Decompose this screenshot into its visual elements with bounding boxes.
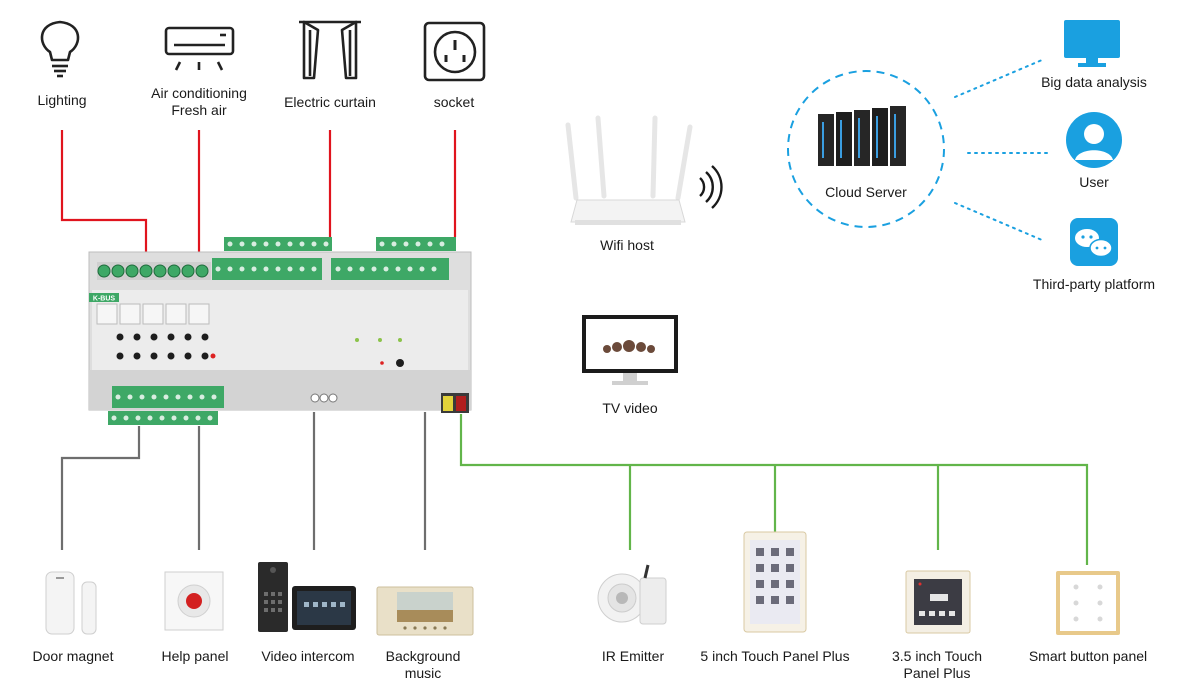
help-panel-icon (164, 571, 224, 631)
background-music-icon (376, 586, 474, 636)
air-conditioning-label-line2: Fresh air (171, 102, 227, 118)
k-bus-controller: K-BUS (88, 237, 472, 425)
video-intercom-icon (258, 562, 356, 632)
ir-emitter-icon (597, 564, 667, 625)
bus-wires (459, 414, 1089, 565)
chat-icon (1070, 218, 1118, 266)
touch-panel-5-label: 5 inch Touch Panel Plus (700, 648, 849, 664)
audio-ports (310, 393, 338, 403)
lighting-terminals (97, 264, 209, 278)
terminal-screws (215, 241, 445, 272)
wifi-router-icon (565, 115, 723, 225)
light-bulb-icon (40, 20, 80, 78)
wifi-host-label: Wifi host (600, 237, 654, 253)
server-rack-icon (818, 106, 906, 166)
air-conditioner-icon (164, 26, 235, 71)
background-music-label-line2: music (405, 665, 442, 681)
manual-buttons (116, 333, 209, 360)
ir-emitter-label: IR Emitter (602, 648, 665, 664)
k-bus-brand: K-BUS (93, 296, 115, 303)
lighting-wire (60, 130, 148, 252)
door-magnet-wire (60, 426, 141, 550)
lighting-label: Lighting (37, 92, 86, 108)
tv-video-label: TV video (602, 400, 657, 416)
cloud-server-label: Cloud Server (825, 184, 907, 200)
touch-panel-35-icon (905, 570, 971, 634)
user-label: User (1079, 174, 1109, 190)
socket-icon (423, 21, 486, 82)
indicator-leds (355, 338, 402, 342)
help-panel-label: Help panel (162, 648, 229, 664)
curtain-label: Electric curtain (284, 94, 376, 110)
third-party-label: Third-party platform (1033, 276, 1155, 292)
touch-panel-35-label-line2: Panel Plus (904, 665, 971, 681)
curtain-icon (299, 20, 361, 80)
background-music-label-line1: Background (386, 648, 461, 664)
socket-label: socket (434, 94, 475, 110)
touch-panel-5-icon (743, 531, 807, 633)
door-magnet-icon (45, 571, 97, 635)
door-magnet-label: Door magnet (33, 648, 114, 664)
smart-button-panel-label: Smart button panel (1029, 648, 1147, 664)
status-led (210, 353, 216, 359)
smart-button-panel-icon (1056, 571, 1120, 635)
cloud-links (954, 59, 1049, 241)
video-intercom-label: Video intercom (261, 648, 354, 664)
touch-panel-35-label-line1: 3.5 inch Touch (892, 648, 982, 664)
user-icon (1066, 112, 1122, 168)
tv-icon (582, 315, 678, 385)
air-conditioning-label-line1: Air conditioning (151, 85, 247, 101)
channel-windows (96, 303, 210, 325)
input-wires (60, 412, 427, 550)
big-data-label: Big data analysis (1041, 74, 1147, 90)
k-bus-badge (89, 293, 119, 302)
monitor-icon (1064, 20, 1120, 67)
cloud-group: Cloud Server (787, 70, 945, 228)
load-wires (60, 130, 457, 252)
bus-connector (441, 393, 469, 413)
program-button (396, 359, 404, 367)
